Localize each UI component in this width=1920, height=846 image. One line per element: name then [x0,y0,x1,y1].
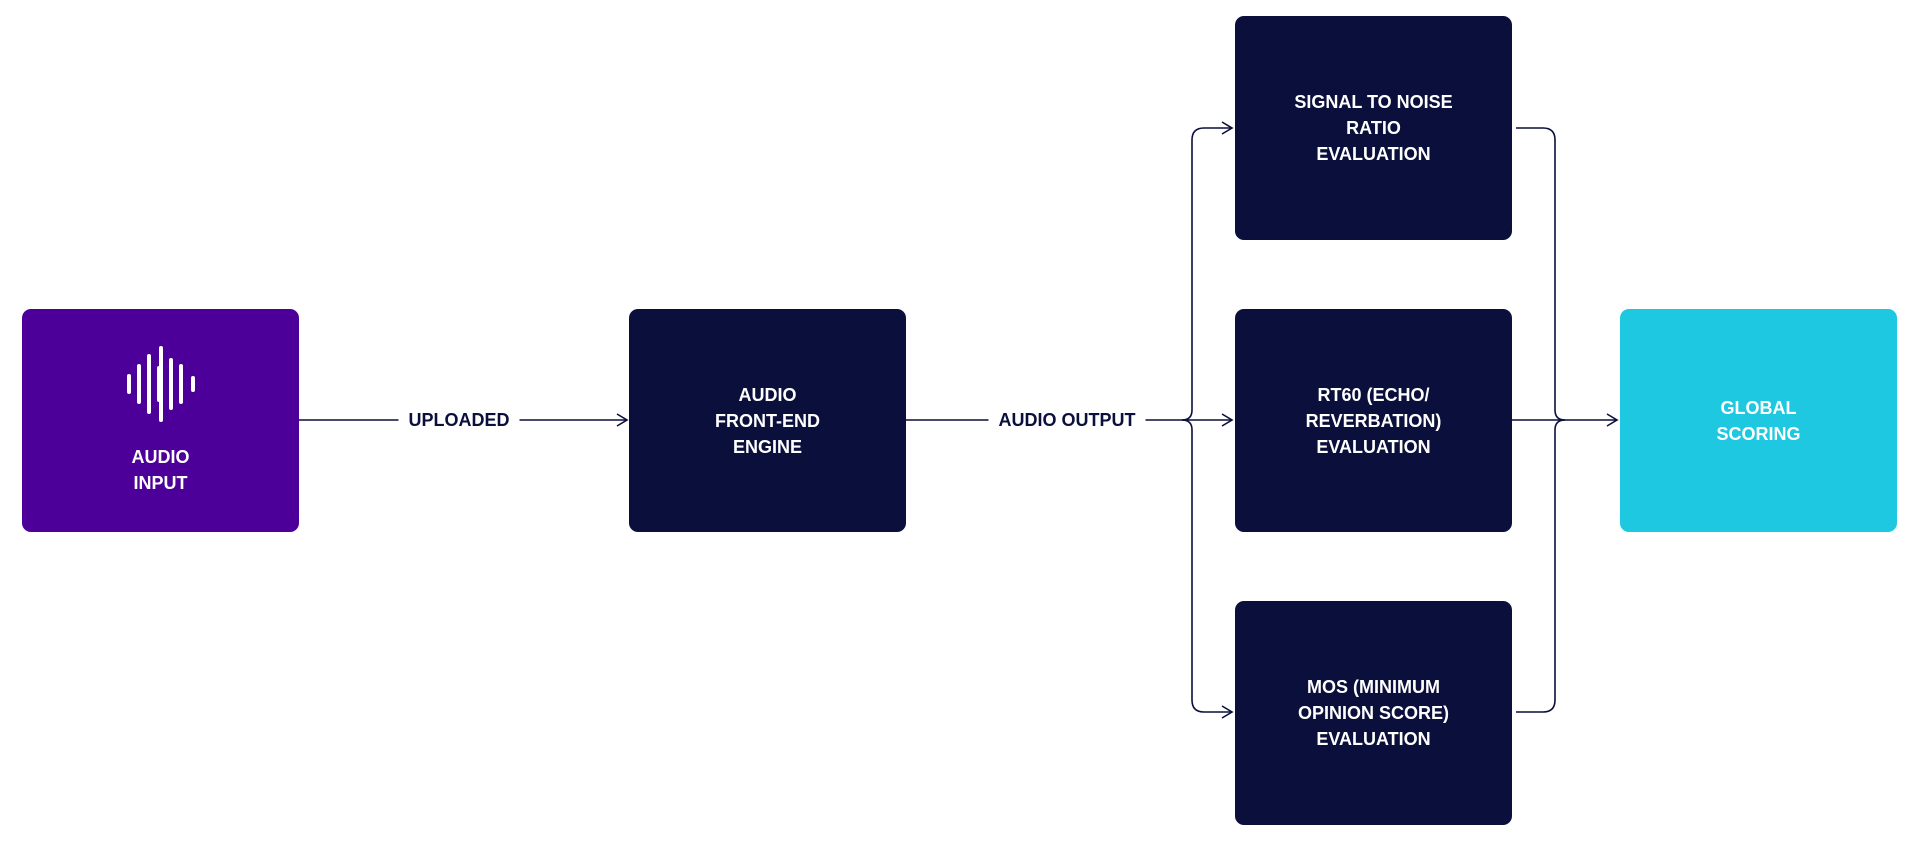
front-end-engine-node: AUDIO FRONT-END ENGINE [629,309,906,532]
audio-input-label: AUDIO INPUT [131,446,190,493]
global-scoring-label: GLOBAL SCORING [1716,397,1801,444]
global-scoring-node: GLOBAL SCORING [1620,309,1897,532]
edge-to-snr [1181,121,1234,421]
rt60-evaluation-label: RT60 (ECHO/ REVERBATION) EVALUATION [1305,384,1442,457]
rt60-evaluation-node: RT60 (ECHO/ REVERBATION) EVALUATION [1235,309,1512,532]
audio-input-node: AUDIO INPUT [22,309,299,532]
front-end-engine-label: AUDIO FRONT-END ENGINE [715,384,820,457]
mos-evaluation-label: MOS (MINIMUM OPINION SCORE) EVALUATION [1297,677,1449,749]
edge-label-audio-output: AUDIO OUTPUT [988,408,1146,432]
edge-mos-to-merge [1516,419,1566,713]
mos-evaluation-node: MOS (MINIMUM OPINION SCORE) EVALUATION [1235,601,1512,825]
waveform-icon [126,345,195,422]
edge-to-mos [1181,419,1234,719]
edge-label-uploaded: UPLOADED [398,408,520,432]
edge-snr-to-merge [1516,127,1566,421]
snr-evaluation-label: SIGNAL TO NOISE RATIO EVALUATION [1294,92,1453,164]
snr-evaluation-node: SIGNAL TO NOISE RATIO EVALUATION [1235,16,1512,240]
